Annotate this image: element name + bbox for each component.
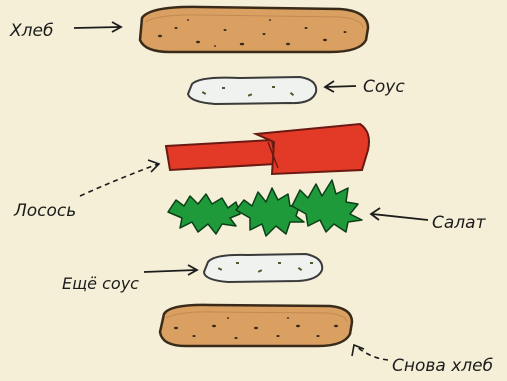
label-sauce: Соус xyxy=(363,77,405,97)
sauce-bottom xyxy=(204,254,322,282)
salmon-layer xyxy=(166,124,369,174)
salad-layer xyxy=(168,180,362,236)
bread-bottom xyxy=(160,305,352,346)
arrow-bread-again xyxy=(352,345,388,360)
arrow-more-sauce xyxy=(144,265,197,275)
label-salad: Салат xyxy=(432,213,487,233)
label-more-sauce: Ещё соус xyxy=(62,274,139,293)
label-salmon: Лосось xyxy=(13,201,76,221)
arrow-salmon xyxy=(80,160,159,196)
bread-top xyxy=(140,7,368,52)
sauce-top xyxy=(188,77,316,104)
label-bread-top: Хлеб xyxy=(9,21,53,41)
arrow-bread-top xyxy=(74,22,121,32)
arrow-sauce xyxy=(325,81,356,92)
arrow-salad xyxy=(371,208,428,220)
label-bread-again: Снова хлеб xyxy=(392,356,493,376)
